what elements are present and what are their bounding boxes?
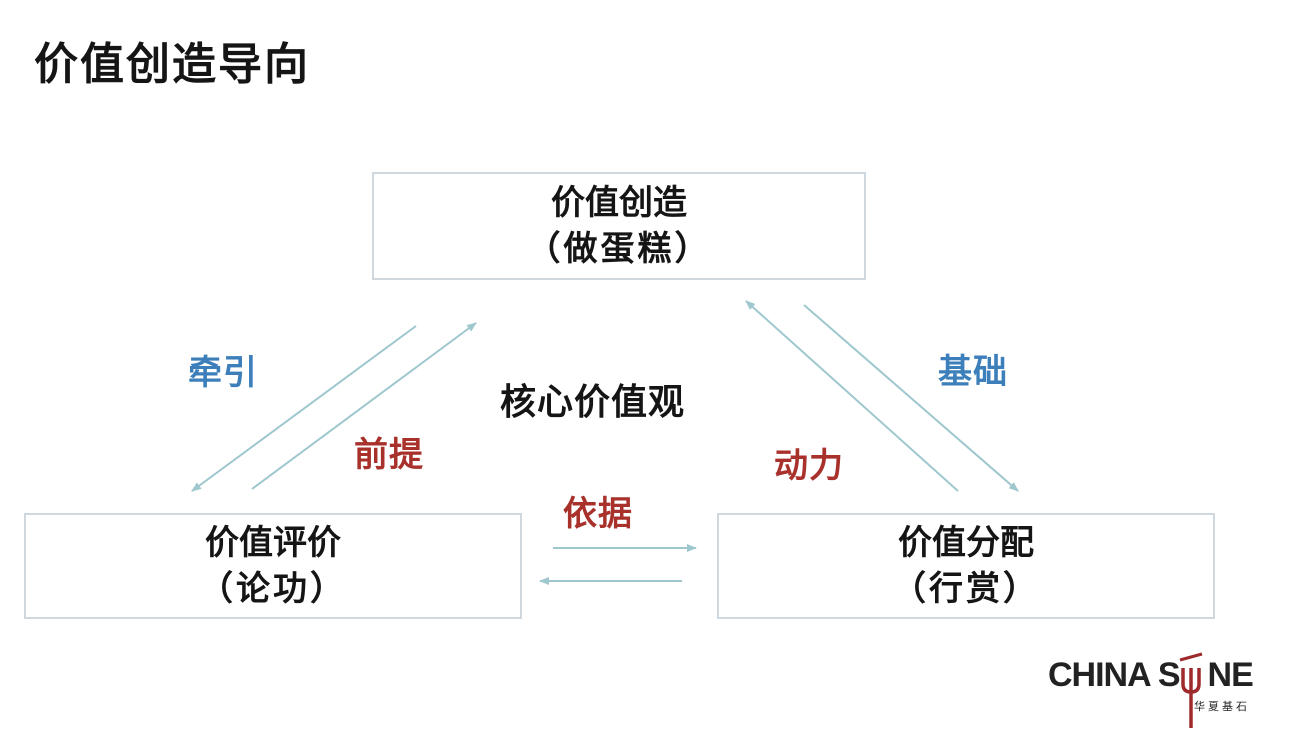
value-evaluation-box: 价值评价 （论功） (24, 513, 522, 619)
relation-label-premise: 前提 (354, 435, 424, 475)
value-creation-subtitle: （做蛋糕） (526, 229, 712, 269)
value-evaluation-title: 价值评价 (205, 523, 341, 563)
page-title: 价值创造导向 (34, 39, 310, 90)
value-distribution-subtitle: （行赏） (892, 569, 1040, 609)
relation-label-foundation: 基础 (938, 352, 1008, 392)
relation-label-traction: 牵引 (188, 353, 258, 393)
logo-subtitle: 华夏基石 (1194, 700, 1250, 713)
relation-label-motivation: 动力 (774, 446, 844, 486)
relation-label-basis: 依据 (563, 494, 633, 534)
value-evaluation-subtitle: （论功） (199, 569, 347, 609)
value-creation-box: 价值创造 （做蛋糕） (372, 172, 866, 280)
core-values-label: 核心价值观 (500, 382, 686, 423)
logo-mark-icon (1179, 652, 1203, 728)
china-stone-logo: CHINA S NE 华夏基石 (1048, 650, 1268, 730)
value-distribution-box: 价值分配 （行赏） (717, 513, 1215, 619)
logo-text-left: CHINA S (1048, 656, 1181, 694)
logo-text-right: NE (1207, 656, 1254, 694)
logo-text: CHINA S NE (1048, 656, 1254, 695)
value-creation-title: 价值创造 (551, 183, 687, 223)
value-distribution-title: 价值分配 (898, 523, 1034, 563)
